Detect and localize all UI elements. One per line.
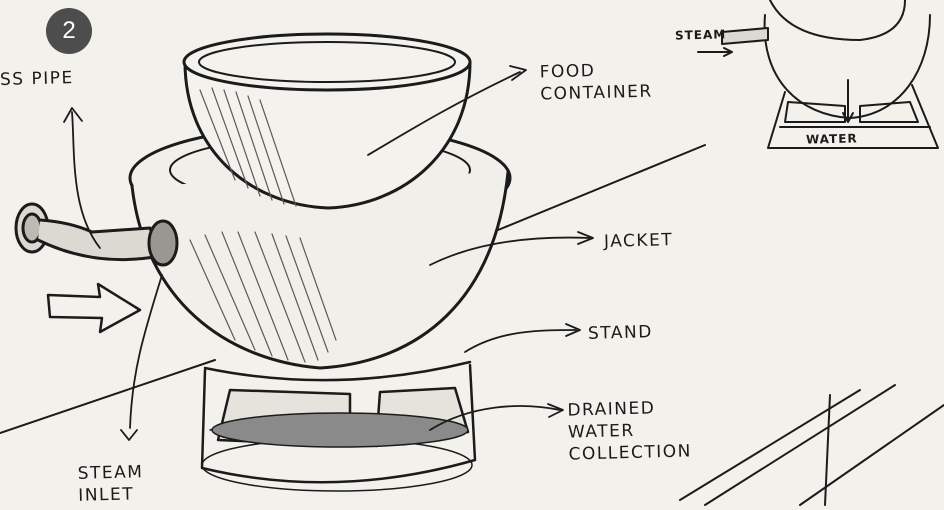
inset-label-steam: STEAM [675,27,727,42]
label-food-container: FOOD CONTAINER [539,59,653,106]
label-drained-water-collection: DRAINED WATER COLLECTION [567,396,692,465]
label-ss-pipe: SS PIPE [0,67,74,91]
step-number: 2 [62,17,75,45]
label-stand: STAND [588,321,653,345]
label-jacket: JACKET [604,229,674,253]
inset-sketch [698,0,938,148]
step-number-badge: 2 [46,8,92,54]
label-steam-inlet: STEAM INLET [77,461,144,507]
inset-label-water: WATER [806,131,858,146]
outline-arrow-right-icon [48,284,140,332]
